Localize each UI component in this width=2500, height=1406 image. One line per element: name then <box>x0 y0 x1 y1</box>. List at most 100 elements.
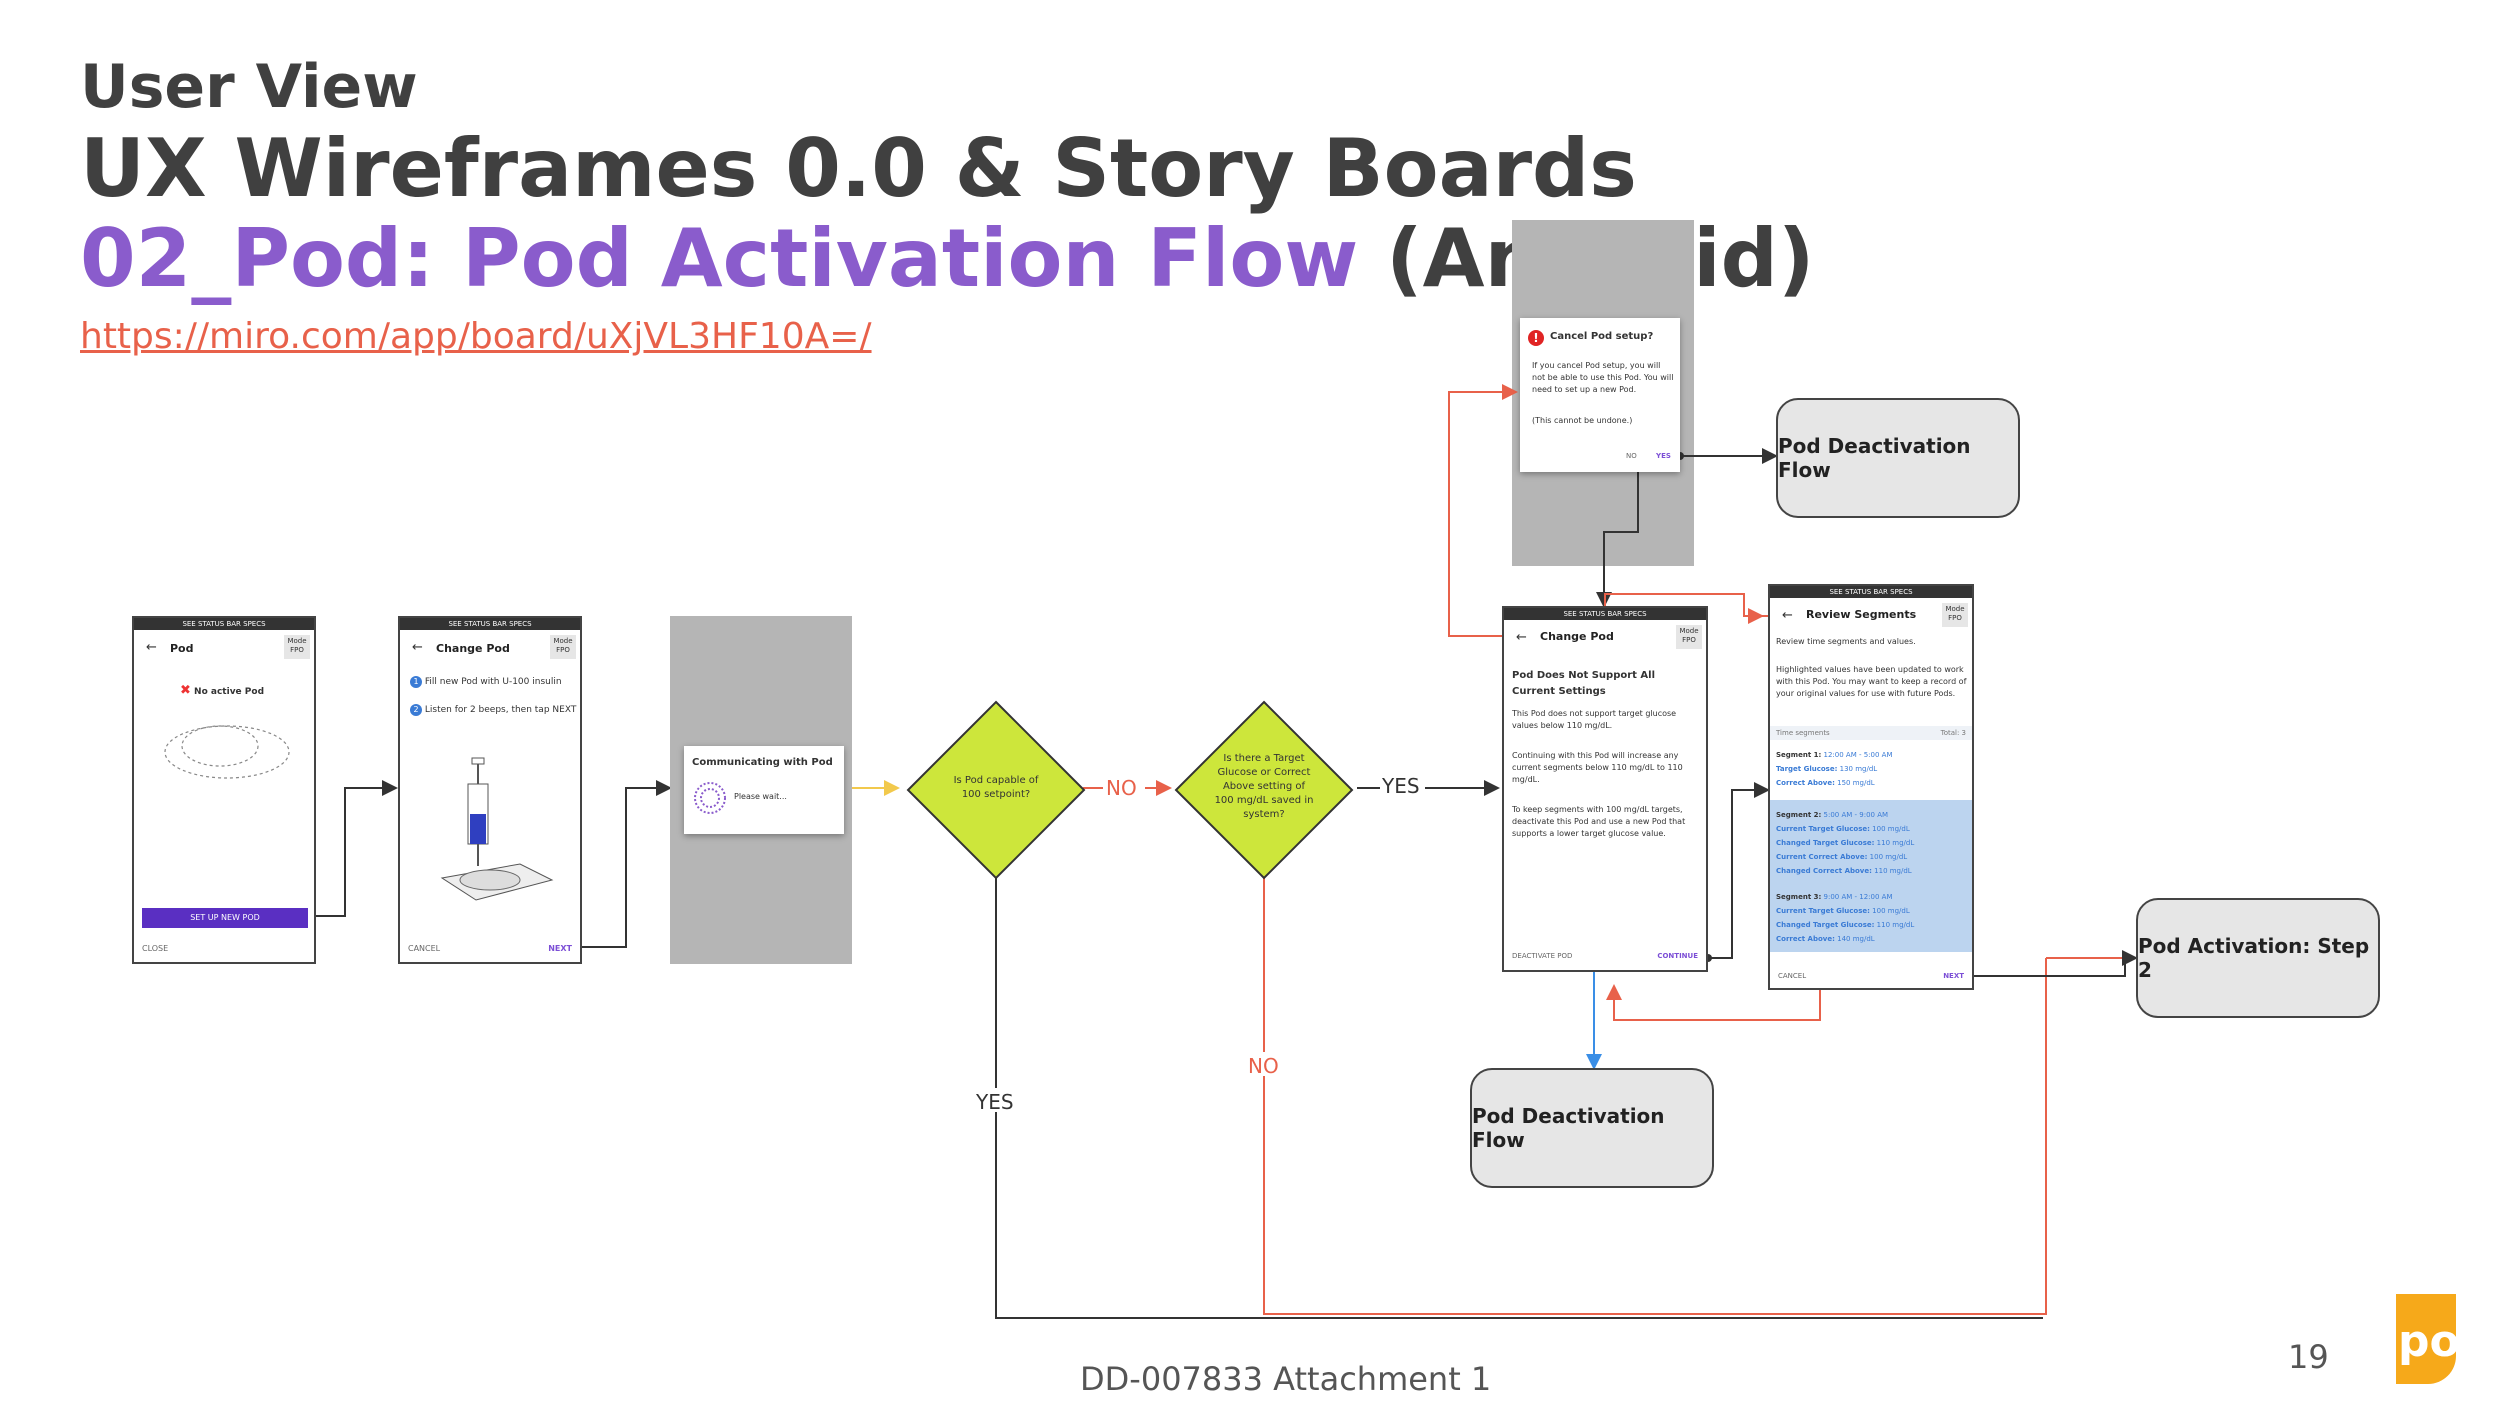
step-2-icon: 2 <box>410 704 422 716</box>
step-1-text: Fill new Pod with U-100 insulin <box>424 677 562 687</box>
segment-3-title: Segment 3: 9:00 AM - 12:00 AM <box>1776 890 1968 904</box>
segment-1-title: Segment 1: 12:00 AM - 5:00 AM <box>1776 748 1968 762</box>
mode-badge: Mode FPO <box>284 635 310 659</box>
loading-spinner-icon <box>694 782 726 814</box>
segment-2-changed-correct: Changed Correct Above: 110 mg/dL <box>1776 864 1968 878</box>
segment-3-l2: Changed Target Glucose: <box>1776 921 1875 929</box>
segment-2-time: 5:00 AM - 9:00 AM <box>1823 811 1889 819</box>
screen-pod: SEE STATUS BAR SPECS ← Pod Mode FPO ✖ No… <box>132 616 316 964</box>
dialog-no-button[interactable]: NO <box>1626 452 1637 460</box>
mode-badge: Mode FPO <box>550 635 576 659</box>
x-icon: ✖ <box>180 683 191 698</box>
segment-3-l3: Correct Above: <box>1776 935 1835 943</box>
continue-button[interactable]: CONTINUE <box>1657 952 1698 960</box>
segment-1: Segment 1: 12:00 AM - 5:00 AM Target Glu… <box>1776 748 1968 790</box>
segment-2-v3: 100 mg/dL <box>1869 853 1908 861</box>
time-segments-header: Time segments Total: 3 <box>1770 726 1972 740</box>
review-paragraph-1: Review time segments and values. <box>1776 637 1916 646</box>
back-arrow-icon[interactable]: ← <box>146 640 157 655</box>
decision-1-text: Is Pod capable of 100 setpoint? <box>953 775 1039 800</box>
segment-2: Segment 2: 5:00 AM - 9:00 AM Current Tar… <box>1776 808 1968 878</box>
document-id: DD-007833 Attachment 1 <box>1080 1360 1492 1398</box>
deactivate-pod-button[interactable]: DEACTIVATE POD <box>1512 952 1573 960</box>
segment-1-time: 12:00 AM - 5:00 AM <box>1823 751 1893 759</box>
screen-review-segments: SEE STATUS BAR SPECS ← Review Segments M… <box>1768 584 1974 990</box>
next-button[interactable]: NEXT <box>548 944 572 953</box>
label-yes-down: YES <box>976 1090 1014 1114</box>
segment-2-l4: Changed Correct Above: <box>1776 867 1872 875</box>
settings-heading: Pod Does Not Support All Current Setting… <box>1512 670 1656 697</box>
settings-paragraph-3: To keep segments with 100 mg/dL targets,… <box>1512 805 1686 838</box>
segment-3-v1: 100 mg/dL <box>1872 907 1910 915</box>
segment-1-correct-label: Correct Above: <box>1776 779 1835 787</box>
segment-1-target-label: Target Glucose: <box>1776 765 1838 773</box>
communicating-dialog: Communicating with Pod Please wait... <box>684 746 844 834</box>
time-segments-total: Total: 3 <box>1940 729 1966 737</box>
alert-icon: ! <box>1528 330 1544 346</box>
back-arrow-icon[interactable]: ← <box>1516 630 1527 645</box>
page-title: UX Wireframes 0.0 & Story Boards <box>80 122 1637 215</box>
segment-1-correct: Correct Above: 150 mg/dL <box>1776 776 1968 790</box>
dialog-body: If you cancel Pod setup, you will not be… <box>1532 361 1674 394</box>
step-1: 1 Fill new Pod with U-100 insulin <box>410 676 562 689</box>
cancel-pod-setup-dialog: ! Cancel Pod setup? If you cancel Pod se… <box>1520 318 1680 472</box>
dialog-yes-button[interactable]: YES <box>1656 452 1671 460</box>
segment-1-name: Segment 1: <box>1776 751 1822 759</box>
mode-badge: Mode FPO <box>1676 625 1702 649</box>
time-segments-label: Time segments <box>1776 729 1830 737</box>
segments-highlight <box>1770 800 1972 952</box>
segment-2-current-target: Current Target Glucose: 100 mg/dL <box>1776 822 1968 836</box>
logo-text: pod <box>2398 1316 2492 1367</box>
screen-title: Change Pod <box>1540 630 1614 643</box>
cancel-button[interactable]: CANCEL <box>1778 972 1807 980</box>
flow-name: 02_Pod: Pod Activation Flow <box>80 212 1359 305</box>
status-bar: SEE STATUS BAR SPECS <box>1770 586 1972 598</box>
status-text: No active Pod <box>194 687 265 697</box>
back-arrow-icon[interactable]: ← <box>412 640 423 655</box>
segment-3-v2: 110 mg/dL <box>1876 921 1915 929</box>
segment-3-v3: 140 mg/dL <box>1837 935 1875 943</box>
segment-2-changed-target: Changed Target Glucose: 110 mg/dL <box>1776 836 1968 850</box>
segment-2-current-correct: Current Correct Above: 100 mg/dL <box>1776 850 1968 864</box>
segment-3-name: Segment 3: <box>1776 893 1822 901</box>
segment-2-title: Segment 2: 5:00 AM - 9:00 AM <box>1776 808 1968 822</box>
back-arrow-icon[interactable]: ← <box>1782 608 1793 623</box>
set-up-new-pod-button[interactable]: SET UP NEW POD <box>142 908 308 928</box>
miro-board-link[interactable]: https://miro.com/app/board/uXjVL3HF10A=/ <box>80 316 872 357</box>
screen-change-pod-settings: SEE STATUS BAR SPECS ← Change Pod Mode F… <box>1502 606 1708 972</box>
step-2-text: Listen for 2 beeps, then tap NEXT <box>424 705 577 715</box>
step-1-icon: 1 <box>410 676 422 688</box>
step-2: 2 Listen for 2 beeps, then tap NEXT <box>410 704 576 717</box>
segment-2-l3: Current Correct Above: <box>1776 853 1868 861</box>
pod-activation-step-2: Pod Activation: Step 2 <box>2136 898 2380 1018</box>
segment-1-correct-value: 150 mg/dL <box>1837 779 1875 787</box>
cancel-button[interactable]: CANCEL <box>408 944 441 953</box>
segment-3-time: 9:00 AM - 12:00 AM <box>1823 893 1893 901</box>
segment-3-correct: Correct Above: 140 mg/dL <box>1776 932 1968 946</box>
label-no-down: NO <box>1248 1054 1279 1078</box>
decision-diamond-1 <box>906 700 1086 880</box>
settings-paragraph-1: This Pod does not support target glucose… <box>1512 709 1677 730</box>
screen-change-pod-fill: SEE STATUS BAR SPECS ← Change Pod Mode F… <box>398 616 582 964</box>
segment-2-l1: Current Target Glucose: <box>1776 825 1870 833</box>
settings-paragraph-2: Continuing with this Pod will increase a… <box>1512 751 1683 784</box>
no-pod-status: ✖ No active Pod <box>180 684 264 699</box>
status-bar: SEE STATUS BAR SPECS <box>134 618 314 630</box>
pod-deactivation-flow-bottom: Pod Deactivation Flow <box>1470 1068 1714 1188</box>
mode-badge: Mode FPO <box>1942 603 1968 627</box>
pod-outline-icon <box>164 725 290 779</box>
omnipod-logo: pod <box>2396 1294 2491 1384</box>
segment-2-v1: 100 mg/dL <box>1872 825 1910 833</box>
screen-title: Change Pod <box>436 642 510 655</box>
segment-3: Segment 3: 9:00 AM - 12:00 AM Current Ta… <box>1776 890 1968 946</box>
close-button[interactable]: CLOSE <box>142 944 169 953</box>
segment-1-target: Target Glucose: 130 mg/dL <box>1776 762 1968 776</box>
status-bar: SEE STATUS BAR SPECS <box>400 618 580 630</box>
page-number: 19 <box>2288 1338 2329 1376</box>
segment-3-l1: Current Target Glucose: <box>1776 907 1870 915</box>
next-button[interactable]: NEXT <box>1943 972 1964 980</box>
pod-deactivation-flow-top: Pod Deactivation Flow <box>1776 398 2020 518</box>
please-wait-text: Please wait... <box>734 792 787 801</box>
segment-2-v4: 110 mg/dL <box>1874 867 1912 875</box>
decision-2-text: Is there a Target Glucose or Correct Abo… <box>1214 753 1314 820</box>
